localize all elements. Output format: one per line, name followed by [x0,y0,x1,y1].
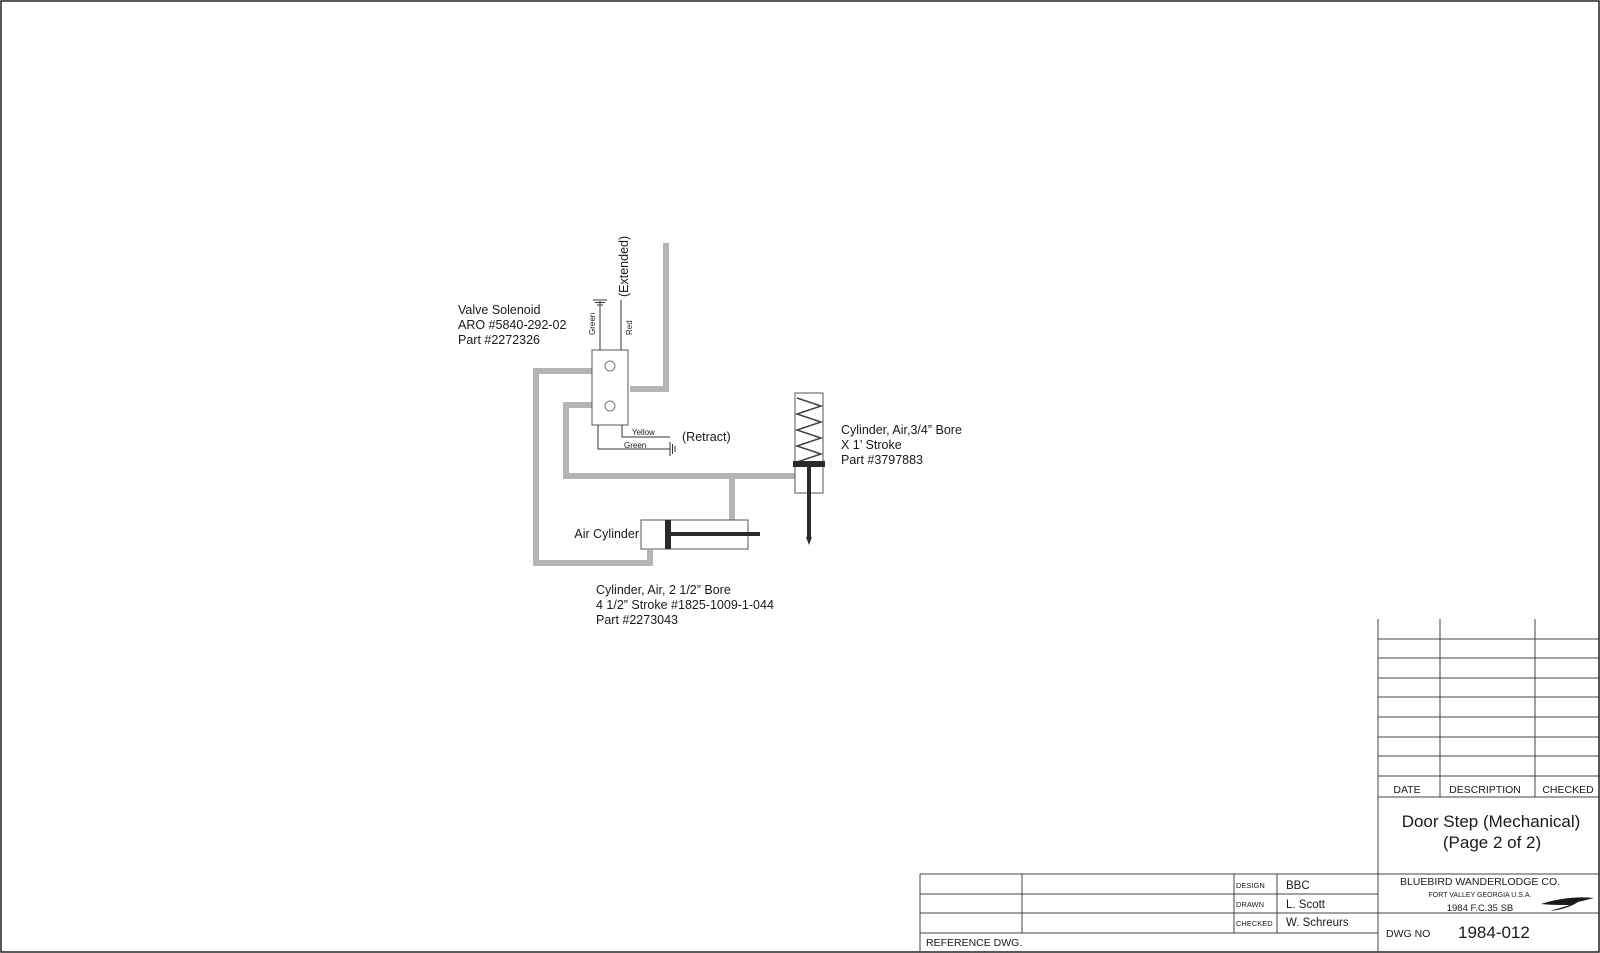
solenoid-port-top [604,360,616,372]
big-cylinder-label-line-1: Cylinder, Air, 2 1/2” Bore [596,583,731,597]
air-line-inner-loop [563,402,795,479]
pneumatic-diagram: Valve Solenoid ARO #5840-292-02 Part #22… [458,236,965,627]
extended-label: (Extended) [617,236,631,297]
small-cylinder-label: Cylinder, Air,3/4” Bore X 1’ Stroke Part… [841,423,965,467]
company-location: FORT VALLEY GEORGIA U.S.A. [1429,892,1532,899]
small-cylinder-label-line-3: Part #3797883 [841,453,923,467]
big-cylinder-label: Cylinder, Air, 2 1/2” Bore 4 1/2” Stroke… [596,583,777,627]
drawing-title-line-1: Door Step (Mechanical) [1402,812,1581,831]
checked-label: CHECKED [1236,919,1273,928]
solenoid-label-line-2: ARO #5840-292-02 [458,318,566,332]
solenoid-label-line-1: Valve Solenoid [458,303,541,317]
wire-label-red: Red [625,320,634,335]
air-line-extended [630,243,669,392]
vehicle-model: 1984 F.C.35 SB [1447,903,1514,914]
solenoid-port-bottom [604,400,616,412]
bluebird-logo [1541,897,1594,911]
wire-label-yellow: Yellow [632,428,655,437]
company-name: BLUEBIRD WANDERLODGE CO. [1400,876,1560,888]
drawn-label: DRAWN [1236,900,1264,909]
reference-dwg-label: REFERENCE DWG. [926,937,1022,949]
wire-label-green-bottom: Green [624,441,646,450]
air-line-outer-loop [533,368,653,566]
revision-header-date: DATE [1393,784,1420,796]
revision-block: DATE DESCRIPTION CHECKED [1377,619,1600,952]
wire-yellow [621,425,670,438]
drawn-value: L. Scott [1286,899,1326,911]
solenoid-label-line-3: Part #2272326 [458,333,540,347]
small-cylinder-label-line-2: X 1’ Stroke [841,438,902,452]
revision-header-description: DESCRIPTION [1449,784,1521,796]
wire-green-bottom [597,425,670,450]
solenoid-label: Valve Solenoid ARO #5840-292-02 Part #22… [458,303,570,347]
big-cylinder-piston [665,520,671,549]
small-cylinder-label-line-1: Cylinder, Air,3/4” Bore [841,423,962,437]
checked-value: W. Schreurs [1286,917,1349,929]
title-block: Door Step (Mechanical) (Page 2 of 2) DES… [919,812,1600,952]
wire-label-green-top: Green [588,313,597,335]
big-cylinder-label-line-3: Part #2273043 [596,613,678,627]
design-label: DESIGN [1236,881,1265,890]
revision-header-checked: CHECKED [1542,784,1594,796]
small-cylinder-piston [793,461,825,467]
retract-label: (Retract) [682,430,731,444]
big-cylinder-name: Air Cylinder [574,527,639,541]
drawing-title-line-2: (Page 2 of 2) [1443,833,1541,852]
small-cylinder-rod-tip [806,537,812,545]
design-value: BBC [1286,880,1310,892]
dwg-no-label: DWG NO [1386,928,1430,940]
dwg-no-value: 1984-012 [1458,923,1530,942]
big-cylinder-label-line-2: 4 1/2” Stroke #1825-1009-1-044 [596,598,774,612]
small-cylinder-spring [794,397,824,463]
